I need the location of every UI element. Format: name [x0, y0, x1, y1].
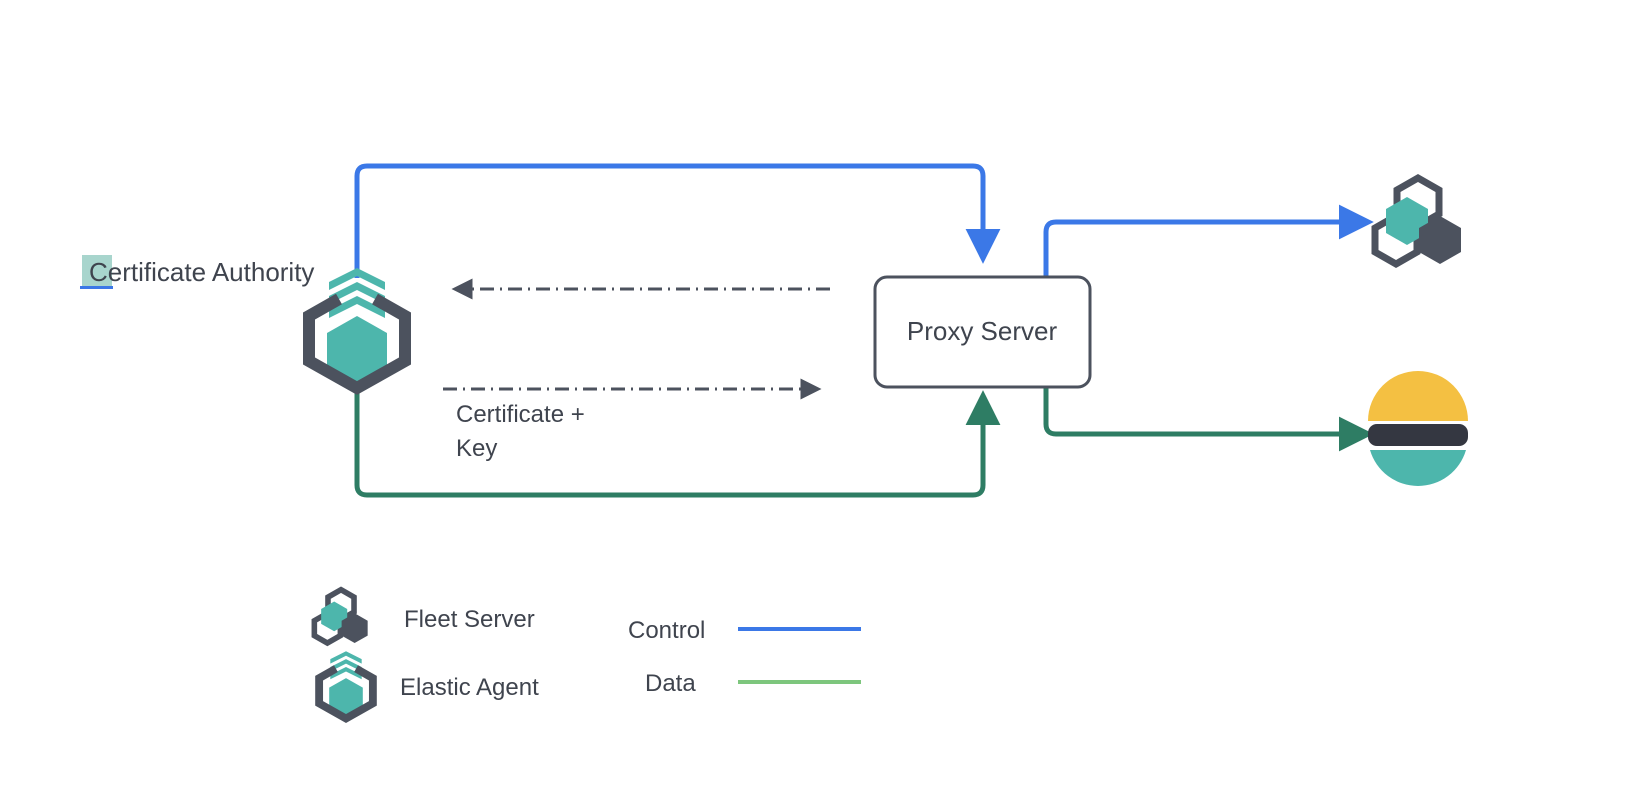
legend-control-label: Control: [628, 617, 705, 644]
fleet-hexagon-dark: [1419, 216, 1461, 264]
cert-key-label-line1: Certificate +: [456, 401, 585, 428]
elasticsearch-icon: [1368, 371, 1468, 486]
certificate-authority-label: Certificate Authority: [89, 257, 314, 287]
data-line-proxy-es: [1043, 382, 1374, 452]
legend-fleet-server-label: Fleet Server: [404, 606, 535, 633]
edge-data-ca-to-proxy: [354, 378, 1001, 498]
legend-agent-bracket-outline: [315, 665, 377, 723]
legend-fleet-hexagon-dark: [341, 613, 368, 644]
es-middle-bar: [1368, 424, 1468, 446]
fleet-server-icon: [1371, 173, 1461, 269]
legend-item-control: Control: [628, 617, 861, 644]
legend-item-elastic-agent: Elastic Agent: [315, 651, 539, 723]
edge-cert-delivery: Certificate + Key: [443, 378, 822, 462]
elastic-agent-icon: [303, 268, 411, 395]
legend-elastic-agent-label: Elastic Agent: [400, 674, 539, 701]
edge-data-proxy-to-elasticsearch: [1043, 382, 1374, 452]
control-line-proxy-fleet: [1043, 204, 1374, 282]
es-top-arc: [1368, 371, 1468, 421]
agent-chevron-top: [329, 268, 385, 290]
agent-chevron-mid: [329, 282, 385, 304]
legend-fleet-hexagon-teal: [321, 601, 348, 632]
agent-chevron-bottom: [329, 296, 385, 318]
proxy-server-label: Proxy Server: [907, 316, 1058, 346]
data-line-ca-proxy: [354, 378, 1001, 498]
legend-agent-chevron-bottom: [330, 666, 362, 680]
text-selection-highlight: [82, 255, 112, 288]
text-cursor-underline: [80, 286, 113, 289]
legend-item-fleet-server: Fleet Server: [311, 586, 535, 647]
es-bottom-arc: [1370, 450, 1466, 486]
control-line-ca-proxy: [354, 163, 1001, 278]
edge-control-ca-to-proxy: [354, 163, 1001, 278]
legend-agent-chevron-mid: [330, 659, 362, 672]
agent-center-hexagon: [327, 316, 387, 384]
legend-item-data: Data: [645, 670, 861, 697]
legend-elastic-agent-icon: [315, 651, 377, 723]
legend-agent-chevron-top: [330, 651, 362, 664]
node-proxy-server[interactable]: Proxy Server: [873, 275, 1092, 389]
legend-fleet-server-icon: [311, 586, 368, 647]
fleet-hexagon-teal: [1386, 197, 1428, 245]
legend-agent-center-hexagon: [329, 678, 363, 717]
proxy-server-box[interactable]: [873, 275, 1092, 389]
edge-control-proxy-to-fleet: [1043, 204, 1374, 282]
node-certificate-authority[interactable]: Certificate Authority: [80, 255, 314, 289]
agent-bracket-outline: [303, 293, 411, 395]
cert-key-label-line2: Key: [456, 435, 497, 462]
legend-data-label: Data: [645, 670, 696, 697]
